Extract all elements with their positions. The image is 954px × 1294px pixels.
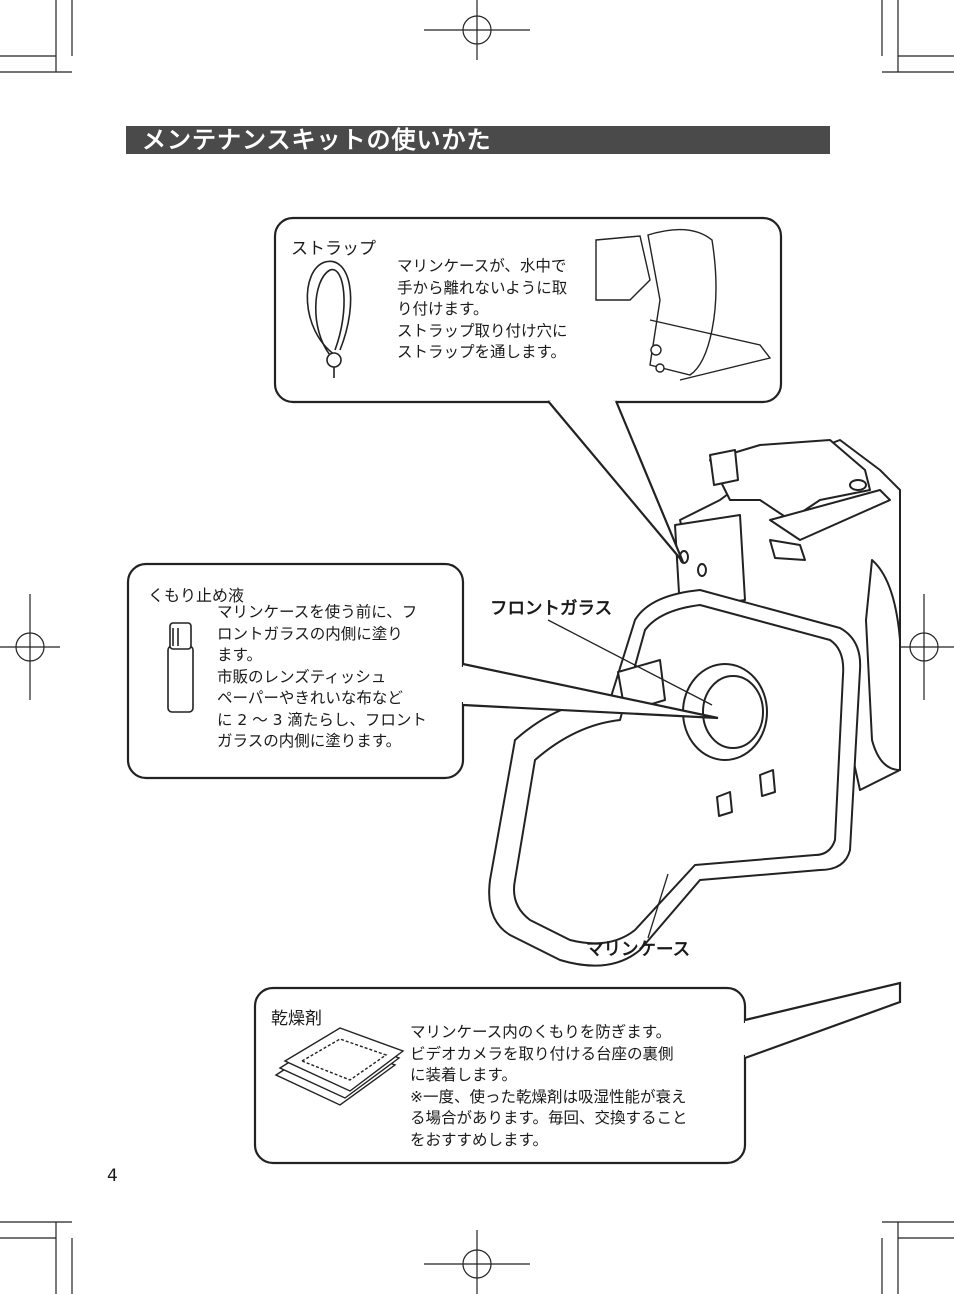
- antifog-bottle-illustration: [167, 622, 194, 713]
- section-title-bar: [126, 126, 830, 154]
- strap-line: り付けます。: [397, 300, 489, 318]
- strap-description: マリンケースが、水中で 手から離れないように取 り付けます。 ストラップ取り付け…: [397, 256, 587, 364]
- antifog-line: マリンケースを使う前に、フ: [217, 603, 418, 621]
- strap-line: 手から離れないように取: [397, 278, 568, 297]
- registration-target-left: [0, 594, 60, 700]
- page-number: 4: [107, 1166, 118, 1186]
- front-glass-label: フロントガラス: [490, 599, 613, 619]
- desiccant-line: ビデオカメラを取り付ける台座の裏側: [410, 1044, 674, 1063]
- strap-line: マリンケースが、水中で: [397, 257, 567, 275]
- antifog-line: に 2 〜 3 滴たらし、フロント: [217, 710, 427, 729]
- registration-target-top: [424, 0, 530, 60]
- strap-callout-pointer: [547, 400, 685, 563]
- antifog-line: ます。: [217, 646, 262, 664]
- desiccant-callout-box: [253, 986, 747, 1165]
- strap-title: ストラップ: [291, 239, 376, 259]
- desiccant-packet-illustration: [274, 1027, 405, 1106]
- desiccant-line: る場合があります。毎回、交換すること: [410, 1109, 688, 1127]
- antifog-line: ガラスの内側に塗ります。: [217, 732, 402, 750]
- page-title: メンテナンスキットの使いかた: [142, 126, 492, 154]
- hand-strap-illustration: [595, 228, 772, 381]
- antifog-line: ロントガラスの内側に塗り: [217, 624, 403, 643]
- desiccant-line: ※一度、使った乾燥剤は吸湿性能が衰え: [410, 1087, 687, 1106]
- strap-line: ストラップを通します。: [397, 343, 566, 361]
- desiccant-description: マリンケース内のくもりを防ぎます。 ビデオカメラを取り付ける台座の裏側 に装着し…: [410, 1022, 725, 1151]
- antifog-title: くもり止め液: [148, 586, 245, 605]
- antifog-description: マリンケースを使う前に、フ ロントガラスの内側に塗り ます。 市販のレンズティッ…: [217, 602, 442, 753]
- desiccant-title: 乾燥剤: [271, 1009, 322, 1029]
- strap-line: ストラップ取り付け穴に: [397, 321, 568, 340]
- registration-target-bottom: [424, 1230, 530, 1294]
- front-glass-leader-line: [547, 619, 713, 706]
- marine-case-illustration: [488, 439, 901, 967]
- marine-case-leader-line: [647, 873, 669, 939]
- strap-illustration: [306, 260, 352, 378]
- desiccant-line: マリンケース内のくもりを防ぎます。: [410, 1023, 672, 1041]
- desiccant-line: に装着します。: [410, 1066, 517, 1084]
- antifog-callout-pointer: [462, 662, 719, 720]
- antifog-line: ペーパーやきれいな布など: [217, 689, 403, 707]
- desiccant-callout-pointer: [744, 981, 902, 1060]
- registration-target-right: [894, 594, 954, 700]
- desiccant-line: をおすすめします。: [410, 1130, 548, 1149]
- antifog-line: 市販のレンズティッシュ: [217, 667, 387, 686]
- marine-case-label: マリンケース: [586, 940, 691, 960]
